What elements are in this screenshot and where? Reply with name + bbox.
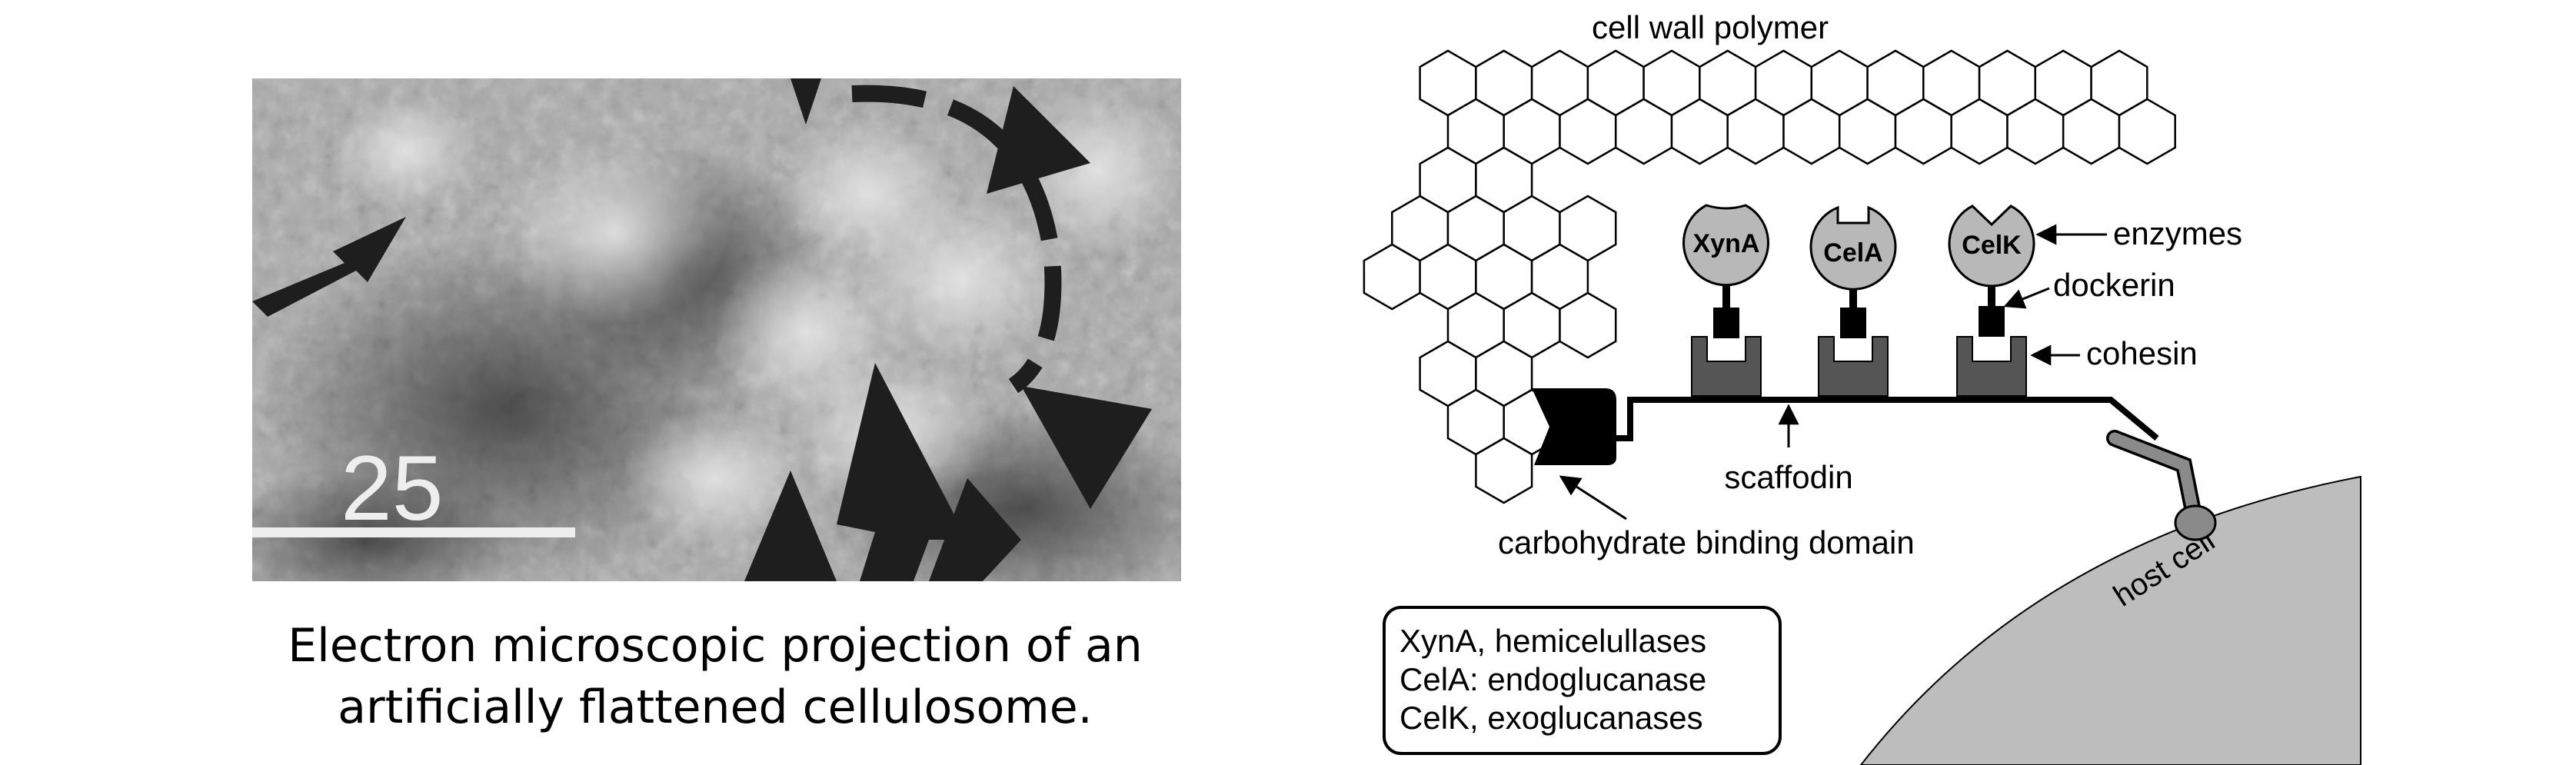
enzymes-label: enzymes <box>2113 215 2242 251</box>
dockerin-label: dockerin <box>2053 267 2175 303</box>
legend-line-3: CelK, exoglucanases <box>1399 700 1703 736</box>
arrow-bottom-center <box>837 363 967 581</box>
cohesin-2 <box>1818 336 1889 397</box>
enzyme-cela: CelA <box>1809 205 1897 291</box>
arrow-bottom-right <box>929 478 1021 581</box>
electron-micrograph: 25 <box>252 78 1181 581</box>
scale-label: 25 <box>341 437 443 540</box>
enzyme-xyna: XynA <box>1682 204 1769 287</box>
cellulosome-diagram: cell wall polymer host cell XynA CelA Ce… <box>1363 9 2361 765</box>
enzyme-label-celk: CelK <box>1962 231 2022 260</box>
cell-wall-polymer <box>1363 49 2176 504</box>
scaffodin-label: scaffodin <box>1724 459 1852 495</box>
dockerin-2 <box>1840 308 1866 338</box>
cell-wall-label: cell wall polymer <box>1592 9 1829 45</box>
scaffoldin-backbone <box>1615 397 2159 441</box>
dockerin-modules <box>1713 277 2005 338</box>
dockerin-arrow <box>2003 287 2050 309</box>
cohesin-modules <box>1691 336 2027 397</box>
cohesin-3 <box>1956 336 2027 397</box>
dockerin-3 <box>1979 306 2005 337</box>
legend-line-2: CelA: endoglucanase <box>1399 661 1706 697</box>
arrow-top-small <box>790 78 821 125</box>
arrow-left <box>252 217 406 317</box>
cohesin-label: cohesin <box>2086 335 2198 371</box>
host-cell <box>1859 475 2361 765</box>
micrograph-caption: Electron microscopic projection of an ar… <box>177 615 1253 738</box>
cbd-arrow <box>1559 475 1627 521</box>
cbd-label: carbohydrate binding domain <box>1498 524 1915 560</box>
cohesin-1 <box>1691 336 1762 397</box>
hexagon-unit <box>2118 98 2176 165</box>
caption-line-1: Electron microscopic projection of an <box>288 619 1143 673</box>
caption-line-2: artificially flattened cellulosome. <box>338 680 1093 734</box>
hexagon-unit <box>1475 437 1533 504</box>
enzyme-celk: CelK <box>1948 205 2035 288</box>
enzyme-label-cela: CelA <box>1823 238 1882 268</box>
enzyme-label-xyna: XynA <box>1693 229 1760 258</box>
carbohydrate-binding-domain <box>1532 388 1616 465</box>
anchor-stalk <box>2106 430 2217 541</box>
arrow-top-right <box>987 86 1090 194</box>
enzyme-legend: XynA, hemicelullases CelA: endoglucanase… <box>1383 606 1782 755</box>
hexagon-unit <box>1559 291 1617 359</box>
legend-line-1: XynA, hemicelullases <box>1399 623 1706 659</box>
arrow-bottom-left <box>744 471 837 581</box>
dashed-arc <box>851 85 1062 394</box>
arrow-right <box>1021 386 1152 509</box>
scale-bar <box>252 527 575 537</box>
arrow-markers <box>252 78 1152 581</box>
dockerin-1 <box>1713 308 1739 338</box>
